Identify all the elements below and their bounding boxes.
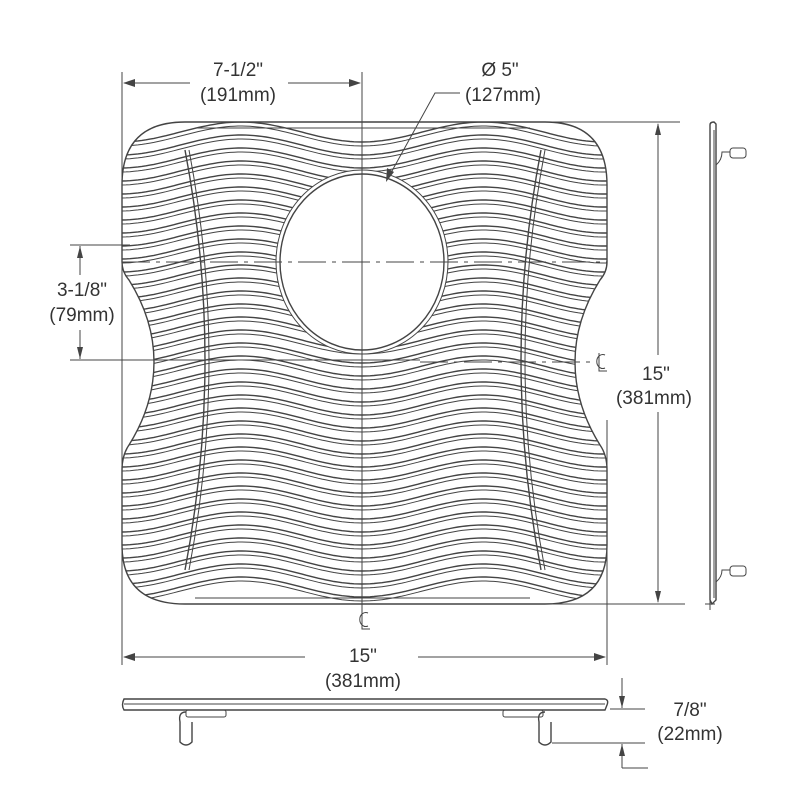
- wave-wire: [122, 134, 607, 156]
- wave-wire: [122, 407, 607, 429]
- wave-wire: [122, 125, 607, 147]
- wave-wire: [122, 147, 607, 169]
- support-rod-right-inner: [524, 149, 546, 571]
- wave-wire: [122, 420, 607, 442]
- wave-wire: [122, 511, 607, 533]
- width-imperial: 15": [349, 646, 377, 667]
- wave-wire: [122, 225, 607, 247]
- wave-wires: [122, 122, 607, 602]
- wave-wire: [122, 151, 607, 173]
- wave-wire: [122, 238, 607, 260]
- depth-imperial: 15": [642, 364, 670, 385]
- support-rod-right: [520, 149, 542, 571]
- wave-wire: [122, 385, 607, 407]
- wave-wire: [122, 459, 607, 481]
- wave-wire: [122, 264, 607, 286]
- half-width-metric: (191mm): [200, 85, 276, 106]
- wave-wire: [122, 446, 607, 468]
- arrow-icon: [619, 696, 625, 756]
- height-metric: (22mm): [657, 724, 722, 745]
- wave-wire: [122, 346, 607, 368]
- wave-wire: [122, 433, 607, 455]
- wave-wire: [122, 199, 607, 221]
- wave-wire: [122, 303, 607, 325]
- wave-wire: [122, 372, 607, 394]
- wave-wire: [122, 316, 607, 338]
- wave-wire: [122, 177, 607, 199]
- wave-wire: [122, 281, 607, 303]
- wave-wire: [122, 537, 607, 559]
- wave-wire: [122, 515, 607, 537]
- wave-wire: [122, 411, 607, 433]
- wave-wire: [122, 320, 607, 342]
- wave-wire: [122, 294, 607, 316]
- depth-metric: (381mm): [616, 388, 692, 409]
- wave-wire: [122, 164, 607, 186]
- wave-wire: [122, 277, 607, 299]
- wave-wire: [122, 528, 607, 550]
- wave-wire: [122, 394, 607, 416]
- side-view: [705, 121, 747, 610]
- front-view: [121, 698, 609, 746]
- centerline-symbol-bottom: [359, 611, 370, 630]
- wave-wire: [122, 524, 607, 546]
- centerline-symbol-right: CL: [596, 353, 607, 372]
- wave-wire: [122, 122, 607, 143]
- wave-wire: [122, 450, 607, 472]
- wave-wire: [122, 173, 607, 195]
- arrow-icon: [386, 168, 394, 182]
- wave-wire: [122, 485, 607, 507]
- drain-offset-metric: (79mm): [49, 305, 114, 326]
- wave-wire: [122, 381, 607, 403]
- wave-wire: [122, 563, 607, 585]
- wave-wire: [122, 290, 607, 312]
- wave-wire: [122, 554, 607, 576]
- half-width-imperial: 7-1/2": [213, 60, 263, 81]
- wave-wire: [122, 329, 607, 351]
- width-metric: (381mm): [325, 671, 401, 692]
- drain-diameter-metric: (127mm): [465, 85, 541, 106]
- wave-wire: [122, 359, 607, 381]
- arrow-icon: [77, 246, 83, 359]
- wave-wire: [122, 472, 607, 494]
- wave-wire: [122, 424, 607, 446]
- height-imperial: 7/8": [673, 700, 706, 721]
- wave-wire: [122, 203, 607, 225]
- wave-wire: [122, 489, 607, 511]
- wave-wire: [122, 368, 607, 390]
- drain-offset-imperial: 3-1/8": [57, 280, 107, 301]
- drain-diameter-imperial: Ø 5": [481, 60, 518, 81]
- wave-wire: [122, 541, 607, 563]
- wave-wire: [122, 355, 607, 377]
- wave-wire: [122, 160, 607, 182]
- wave-wire: [122, 342, 607, 364]
- wave-wire: [122, 550, 607, 572]
- wave-wire: [122, 138, 607, 160]
- wave-wire: [122, 398, 607, 420]
- drain-leader: [386, 92, 460, 181]
- wave-wire: [122, 190, 607, 212]
- wave-wire: [122, 576, 607, 598]
- wave-wire: [122, 502, 607, 524]
- wave-wire: [122, 186, 607, 208]
- wave-wire: [122, 567, 607, 589]
- wave-wire: [122, 212, 607, 234]
- wave-wire: [122, 580, 607, 602]
- wave-wire: [122, 307, 607, 329]
